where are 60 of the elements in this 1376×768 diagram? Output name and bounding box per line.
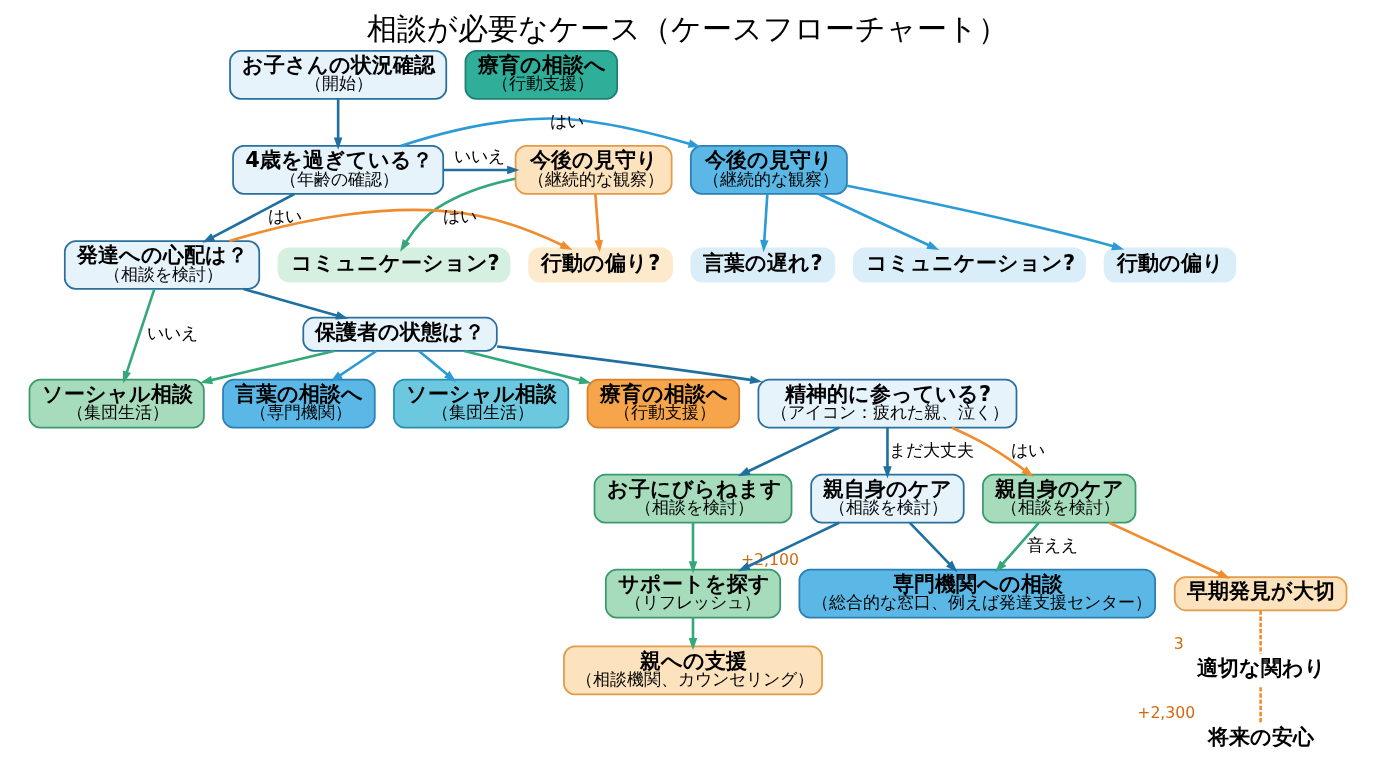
arrow	[1108, 521, 1231, 579]
arrow	[995, 521, 1040, 573]
arrow	[688, 522, 698, 574]
node-box: ソーシャル相談 （集団生活）	[393, 378, 570, 429]
edge-label: いいえ	[453, 146, 505, 167]
arrow	[400, 117, 701, 148]
arrow	[333, 99, 343, 150]
arrow	[760, 194, 769, 253]
node-box: 4歳を過ぎている？ （年齢の確認）	[232, 145, 445, 195]
node-box: お子にびらねます （相談を検討）	[593, 473, 793, 524]
arrow	[122, 288, 156, 384]
arrow	[229, 208, 573, 250]
node-box: 行動の偏り?	[528, 247, 673, 283]
arrow	[400, 177, 516, 252]
node-label: +2,300	[1137, 703, 1196, 723]
arrow	[200, 349, 335, 385]
arrow	[908, 521, 958, 573]
node-box: 親への支援 （相談機関、カウンセリング）	[563, 645, 823, 696]
node-box: 今後の見守り （継続的な観察）	[689, 145, 848, 195]
node-box: 精神的に参っている? （アイコン：疲れた親、泣く）	[757, 378, 1018, 429]
node-box: 早期発見が大切	[1173, 576, 1348, 612]
connector	[1259, 610, 1262, 654]
node-text: 将来の安心	[1207, 725, 1314, 750]
edge-label: いいえ	[146, 322, 198, 343]
node-box: 療育の相談へ （行動支援）	[464, 50, 619, 100]
node-box: 保護者の状態は？	[302, 316, 498, 352]
node-box: 親自身のケア （相談を検討）	[810, 473, 965, 524]
node-label: 3	[1173, 633, 1184, 653]
node-box: サポートを探す （リフレッシュ）	[604, 568, 782, 619]
arrow	[737, 426, 840, 477]
node-box: 親自身のケア （相談を検討）	[982, 473, 1137, 524]
arrow	[594, 194, 604, 253]
edge-label: 音ええ	[1027, 534, 1079, 555]
arrow	[202, 192, 295, 243]
node-box: 言葉の相談へ （専門機関）	[222, 378, 376, 429]
arrow	[464, 349, 592, 385]
node-box: ソーシャル相談 （集団生活）	[28, 378, 205, 429]
node-box: 今後の見守り （継続的な観察）	[514, 145, 673, 195]
node-text: 適切な関わり	[1196, 655, 1326, 680]
arrow	[846, 184, 1125, 251]
edge-label: はい	[267, 205, 302, 226]
edge-label: はい	[1011, 439, 1046, 460]
node-box: 行動の偏り	[1103, 247, 1237, 283]
node-box: コミュニケーション?	[853, 247, 1086, 283]
arrow	[497, 345, 763, 385]
node-box: 専門機関への相談 （総合的な窓口、例えば発達支援センター）	[798, 568, 1156, 619]
diagram-title: 相談が必要なケース（ケースフローチャート）	[367, 10, 1009, 46]
arrow	[243, 287, 349, 320]
connector	[1259, 687, 1262, 723]
node-box: コミュニケーション?	[277, 247, 511, 283]
arrow	[818, 192, 940, 251]
arrow	[443, 165, 520, 175]
node-box: 発達への心配は？ （相談を検討）	[63, 240, 261, 290]
arrow	[951, 426, 1034, 477]
arrow	[883, 427, 892, 479]
arrow	[688, 617, 698, 651]
node-box: 言葉の遅れ?	[690, 247, 836, 283]
node-box: お子さんの状況確認 （開始）	[229, 50, 448, 100]
node-box: 療育の相談へ （行動支援）	[586, 378, 741, 429]
edge-label: まだ大丈夫	[889, 439, 975, 460]
